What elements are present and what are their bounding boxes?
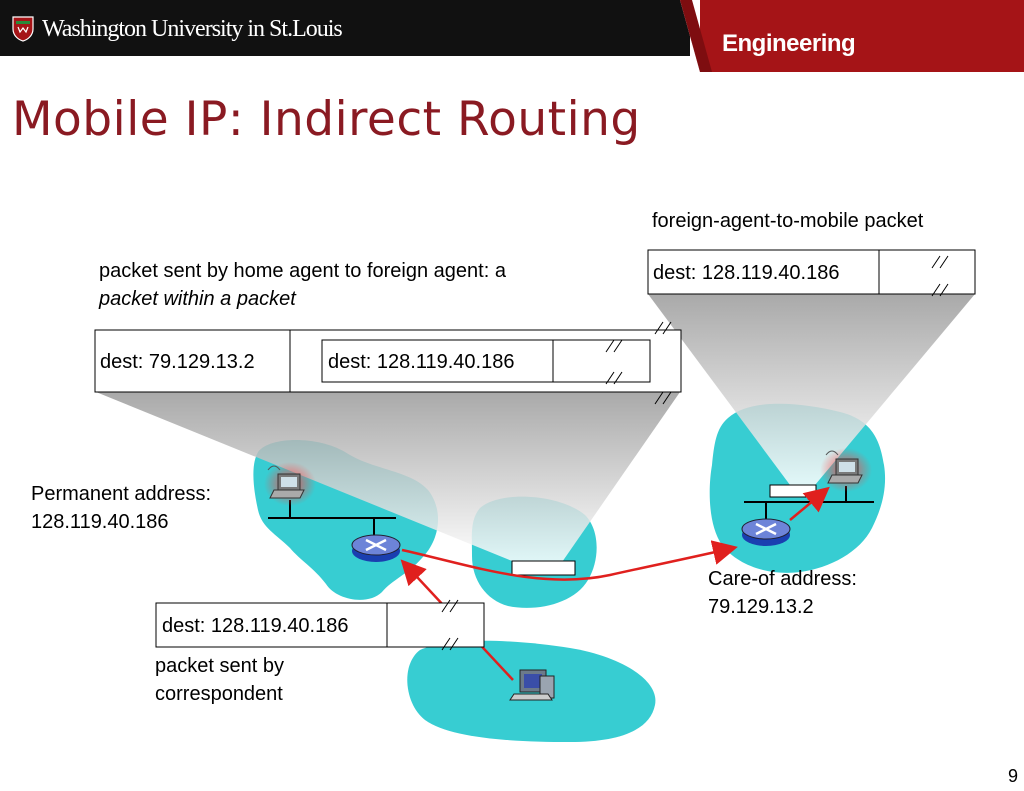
home-agent-funnel bbox=[96, 392, 680, 565]
fa-to-mobile-packet bbox=[647, 249, 976, 297]
transit-packet bbox=[511, 560, 576, 576]
ha-to-fa-label-line2: packet within a packet bbox=[99, 288, 296, 310]
laptop-icon bbox=[264, 462, 316, 506]
router-icon bbox=[351, 534, 401, 562]
correspondent-dest: dest: 128.119.40.186 bbox=[162, 615, 349, 637]
router-icon bbox=[741, 518, 791, 546]
fa-to-mobile-dest: dest: 128.119.40.186 bbox=[653, 262, 840, 284]
desktop-computer-icon bbox=[509, 669, 555, 701]
ha-to-fa-label-line1: packet sent by home agent to foreign age… bbox=[99, 260, 506, 282]
shield-icon bbox=[12, 16, 34, 42]
encapsulated-packet bbox=[94, 321, 682, 405]
page-number: 9 bbox=[1007, 766, 1018, 786]
header-bar: Washington University in St.Louis bbox=[0, 0, 690, 56]
school-name: Engineering bbox=[722, 30, 856, 57]
foreign-agent-packet bbox=[769, 484, 817, 498]
foreign-agent-funnel bbox=[648, 294, 975, 485]
correspondent-label-line2: correspondent bbox=[155, 683, 283, 705]
inner-dest: dest: 128.119.40.186 bbox=[328, 351, 515, 373]
delivery-arrow bbox=[789, 486, 830, 521]
correspondent-label-line1: packet sent by bbox=[155, 655, 284, 677]
correspondent-packet bbox=[155, 599, 485, 651]
permanent-address-value: 128.119.40.186 bbox=[31, 511, 169, 533]
university-name: Washington University in St.Louis bbox=[42, 15, 343, 42]
university-logo: Washington University in St.Louis bbox=[12, 14, 343, 44]
slide-title: Mobile IP: Indirect Routing bbox=[12, 92, 641, 147]
care-of-address-value: 79.129.13.2 bbox=[708, 596, 814, 618]
laptop-icon bbox=[820, 448, 872, 492]
fa-to-mobile-label: foreign-agent-to-mobile packet bbox=[652, 210, 924, 232]
tunnel-arrow bbox=[401, 540, 738, 581]
permanent-address-label: Permanent address: bbox=[31, 483, 212, 505]
outer-dest: dest: 79.129.13.2 bbox=[100, 351, 255, 373]
school-banner bbox=[680, 0, 1024, 72]
care-of-address-label: Care-of address: bbox=[708, 568, 857, 590]
